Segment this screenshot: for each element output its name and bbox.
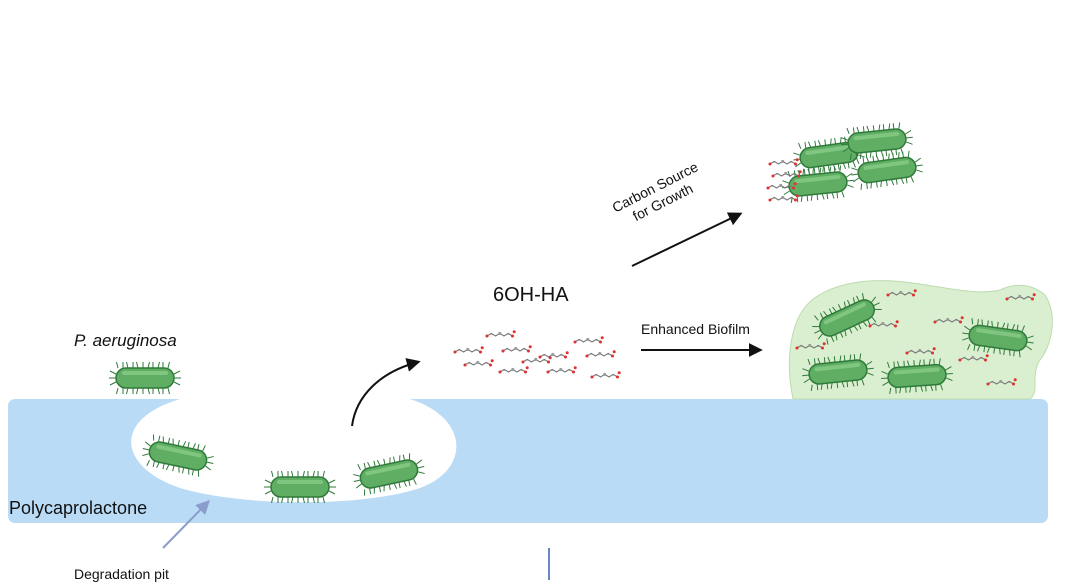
molecule-6oh-ha (498, 366, 529, 374)
molecule-6oh-ha (768, 194, 799, 202)
release-arrow (351, 358, 421, 427)
molecule-6oh-ha (546, 366, 577, 374)
molecule-6oh-ha (933, 316, 964, 324)
biofilm-label: Enhanced Biofilm (641, 321, 750, 337)
molecule-6oh-ha (795, 342, 826, 350)
degradation-pit-label: Degradation pit (74, 566, 169, 582)
molecule-6oh-ha (771, 170, 802, 178)
molecule-6oh-ha (585, 350, 616, 358)
molecule-6oh-ha (453, 346, 484, 354)
bacterium-cell (841, 122, 913, 160)
bacterium-cell (802, 353, 874, 391)
molecule-6oh-ha (590, 371, 621, 379)
carbon-source-arrow (631, 212, 743, 267)
species-label: P. aeruginosa (74, 331, 177, 350)
molecule-6oh-ha (986, 378, 1017, 386)
molecule-6oh-ha (958, 354, 989, 362)
product-label: 6OH-HA (493, 284, 569, 306)
bacterium-cell (142, 434, 214, 477)
bacterium-cell (109, 361, 181, 395)
bacterium-cell (264, 470, 336, 504)
molecule-6oh-ha (463, 359, 494, 367)
molecule-6oh-ha (501, 345, 532, 353)
molecule-6oh-ha (538, 351, 569, 359)
bacterium-cell (353, 453, 425, 496)
molecule-6oh-ha (1005, 293, 1036, 301)
molecule-6oh-ha (768, 158, 799, 166)
bacterium-cell (782, 165, 854, 203)
molecule-6oh-ha (905, 347, 936, 355)
bacteria-group (109, 122, 1034, 504)
molecule-6oh-ha (886, 289, 917, 297)
molecule-6oh-ha (485, 330, 516, 338)
molecule-6oh-ha (521, 356, 552, 364)
pit-indicator-arrow (162, 499, 210, 549)
molecule-6oh-ha (868, 320, 899, 328)
bacterium-cell (881, 358, 953, 395)
molecule-6oh-ha (766, 182, 797, 190)
substrate-label: Polycaprolactone (9, 498, 148, 518)
bacterium-cell (812, 293, 882, 345)
bacterium-cell (851, 150, 923, 190)
molecules-group (453, 158, 1036, 386)
molecule-6oh-ha (573, 336, 604, 344)
bacterium-cell (962, 318, 1034, 358)
